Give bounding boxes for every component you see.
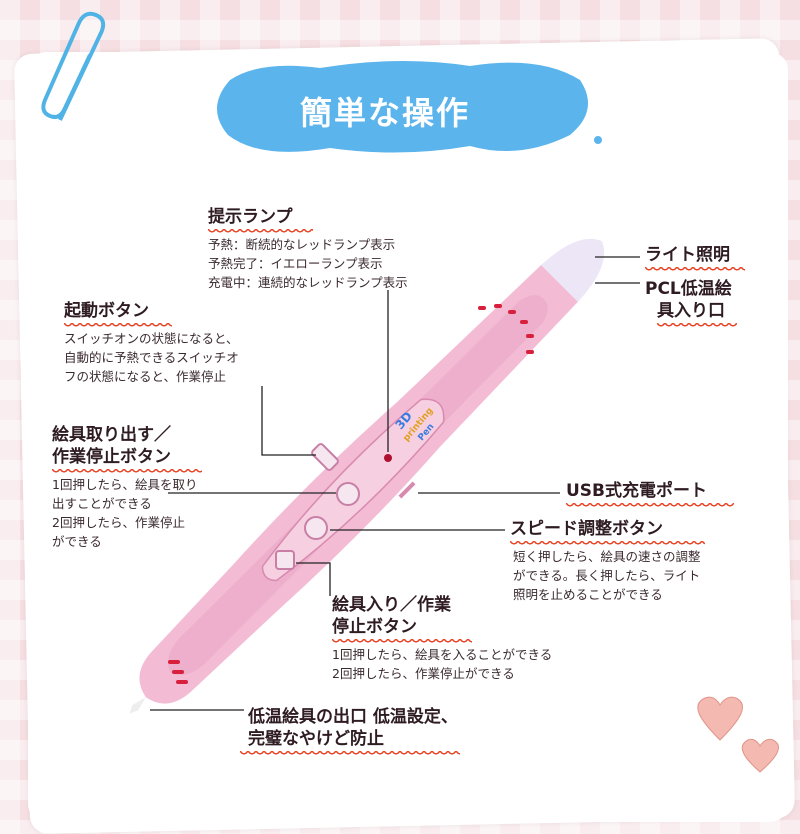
eject-button xyxy=(336,482,360,506)
eject-heading-2: 作業停止ボタン xyxy=(52,447,171,467)
lamp-label: 提示ランプ 予熱：断続的なレッドランプ表示 予熱完了：イエローランプ表示 充電中… xyxy=(208,206,408,292)
load-label: 絵具入り／作業 停止ボタン 1回押したら、絵具を入ることができる 2回押したら、… xyxy=(332,594,552,683)
eject-desc-2: 出すことができる xyxy=(52,496,152,511)
power-label: 起動ボタン スイッチオンの状態になると、 自動的に予熱できるスイッチオ フの状態… xyxy=(64,300,239,386)
inlet-label: PCL低温絵 具入り口 xyxy=(645,278,737,329)
inlet-heading-2: 具入り口 xyxy=(657,301,725,321)
load-button xyxy=(275,550,295,570)
power-heading: 起動ボタン xyxy=(64,301,149,321)
load-desc-2: 2回押したら、作業停止ができる xyxy=(332,666,515,681)
title-blob xyxy=(216,60,588,153)
eject-desc-4: ができる xyxy=(52,534,102,549)
light-label: ライト照明 xyxy=(645,244,745,273)
load-desc-1: 1回押したら、絵具を入ることができる xyxy=(332,647,553,662)
vent-holes xyxy=(168,304,534,684)
eject-heading-1: 絵具取り出す／ xyxy=(52,425,171,445)
usb-port xyxy=(398,481,416,499)
speed-desc-1: 短く押したら、絵具の速さの調整 xyxy=(513,549,701,564)
paperclip-icon xyxy=(41,11,106,121)
leader-lines xyxy=(150,256,640,711)
speed-button xyxy=(304,516,328,540)
outlet-heading-2: 完璧なやけど防止 xyxy=(248,729,384,749)
lamp-desc-3: 充電中：連続的なレッドランプ表示 xyxy=(208,275,408,290)
usb-label: USB式充電ポート xyxy=(566,480,734,509)
usb-heading: USB式充電ポート xyxy=(566,481,708,501)
power-desc-2: 自動的に予熱できるスイッチオ xyxy=(64,350,239,365)
lamp-desc-1: 予熱：断続的なレッドランプ表示 xyxy=(208,237,396,252)
indicator-lamp xyxy=(384,454,392,462)
speed-desc-2: ができる。長く押したら、ライト xyxy=(513,568,701,583)
speed-desc-3: 照明を止めることができる xyxy=(513,587,663,602)
outlet-heading-1: 低温絵具の出口 低温設定、 xyxy=(248,707,458,727)
illustration: 3D printing Pen xyxy=(41,11,779,773)
power-switch xyxy=(311,443,339,471)
heart-decoration xyxy=(697,696,779,773)
load-heading-2: 停止ボタン xyxy=(332,617,417,637)
inlet-heading-1: PCL低温絵 xyxy=(645,279,732,299)
power-desc-1: スイッチオンの状態になると、 xyxy=(64,331,239,346)
page-title: 簡単な操作 xyxy=(300,94,471,132)
lamp-heading: 提示ランプ xyxy=(208,207,293,227)
eject-label: 絵具取り出す／ 作業停止ボタン 1回押したら、絵具を取り 出すことができる 2回… xyxy=(52,424,202,551)
outlet-label: 低温絵具の出口 低温設定、 完璧なやけど防止 xyxy=(240,706,460,757)
speed-label: スピード調整ボタン 短く押したら、絵具の速さの調整 ができる。長く押したら、ライ… xyxy=(510,518,705,604)
lamp-desc-2: 予熱完了：イエローランプ表示 xyxy=(208,256,383,271)
load-heading-1: 絵具入り／作業 xyxy=(332,595,451,615)
speed-heading: スピード調整ボタン xyxy=(510,519,663,539)
power-desc-3: フの状態になると、作業停止 xyxy=(64,369,227,384)
eject-desc-3: 2回押したら、作業停止 xyxy=(52,515,185,530)
light-heading: ライト照明 xyxy=(645,245,730,265)
eject-desc-1: 1回押したら、絵具を取り xyxy=(52,477,198,492)
